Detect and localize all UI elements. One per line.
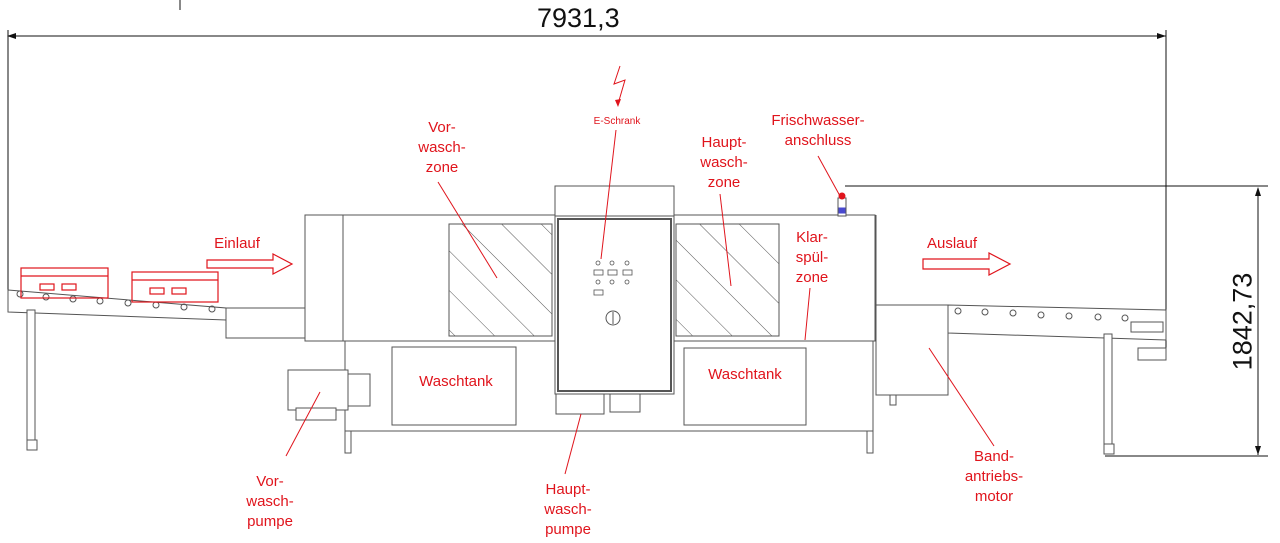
label-hauptwaschpumpe: Haupt-wasch-pumpe <box>544 481 592 538</box>
electric-bolt-tip <box>615 99 621 107</box>
label-vorwaschzone: Vor-wasch-zone <box>418 119 466 176</box>
machine-frame <box>344 304 949 454</box>
label-auslauf: Auslauf <box>926 235 978 252</box>
cabinet-indicators <box>593 260 633 296</box>
label-klarspuelzone: Klar-spül-zone <box>795 229 829 286</box>
leader-lines <box>285 129 995 475</box>
auslauf-arrow <box>922 252 1012 276</box>
outlet-conveyor <box>947 304 1167 455</box>
label-waschtank-right: Waschtank <box>708 366 782 383</box>
label-bandantriebsmotor: Band-antriebs-motor <box>964 448 1024 505</box>
outlet-rollers <box>954 307 1129 322</box>
label-eschrank: E-Schrank <box>593 116 641 127</box>
width-dimension <box>7 0 1167 360</box>
label-einlauf: Einlauf <box>214 235 260 252</box>
label-vorwaschpumpe: Vor-wasch-pumpe <box>246 473 294 530</box>
electric-bolt-icon <box>613 65 626 105</box>
fresh-water-connection <box>837 192 847 217</box>
height-dimension <box>845 185 1268 457</box>
label-waschtank-left: Waschtank <box>419 373 493 390</box>
height-dimension-value: 1842,73 <box>1227 272 1258 371</box>
label-hauptwaschzone: Haupt-wasch-zone <box>700 134 748 191</box>
width-dimension-value: 7931,3 <box>537 3 620 33</box>
crates <box>20 267 219 303</box>
einlauf-arrow <box>206 253 294 275</box>
pre-wash-pump-motor <box>287 369 371 421</box>
control-cabinet <box>554 215 675 415</box>
label-frischwasseranschluss: Frischwasser-anschluss <box>771 112 865 149</box>
